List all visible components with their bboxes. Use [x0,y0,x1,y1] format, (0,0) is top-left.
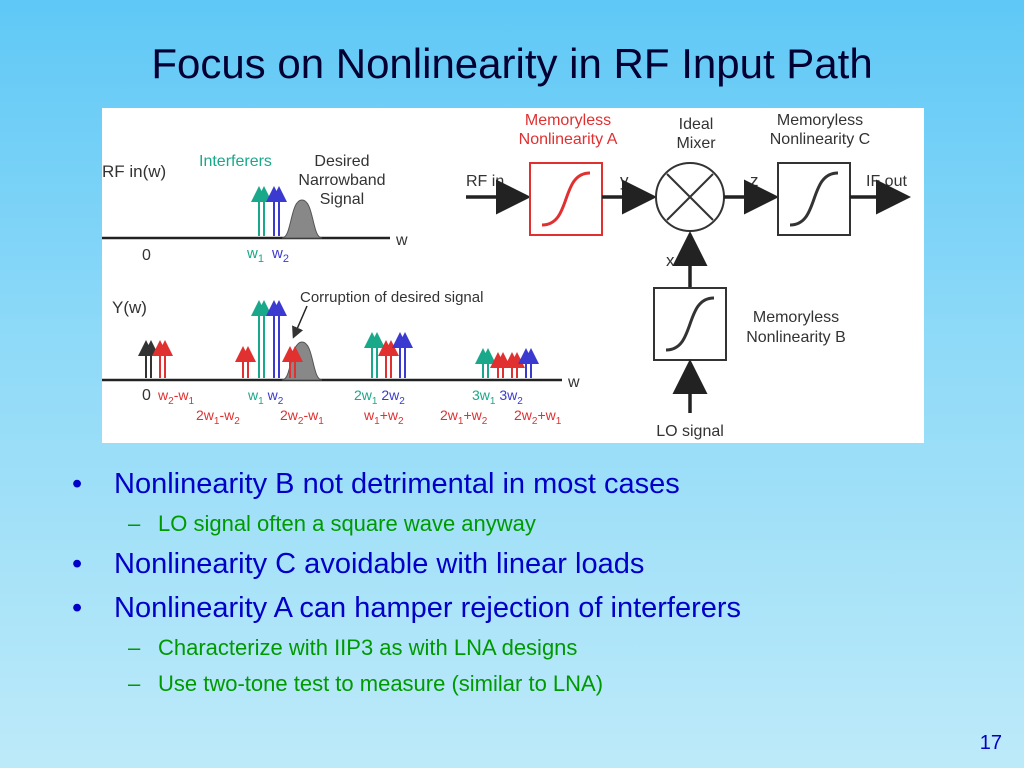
nonlin-b-label-1: Memoryless [753,309,839,326]
bottom-w-label: w [567,374,580,391]
figure-svg: RF in(w) Interferers Desired Narrowband … [102,112,911,440]
top-w1-label: w1 [246,245,264,265]
bullet-dot: • [72,468,83,500]
bottom-zero-label: 0 [142,387,151,404]
top-axis-label: RF in(w) [102,162,166,181]
sub-dash: – [128,635,141,660]
label-2w2-w1: 2w2-w1 [280,407,324,427]
label-3w1-3w2: 3w1 3w2 [472,387,523,407]
bullet-dot: • [72,548,83,580]
desired-signal-bump-bottom [281,341,323,381]
label-w1-w2: w1 w2 [247,387,284,407]
bullet-1-text: Nonlinearity B not detrimental in most c… [114,468,680,500]
label-2w2-plus-w1: 2w2+w1 [514,407,562,427]
bullet-3-text: Nonlinearity A can hamper rejection of i… [114,592,742,624]
mixer-label-2: Mixer [676,135,716,152]
nonlin-a-curve [541,171,591,227]
y-label: y [620,171,629,190]
bullet-3: • Nonlinearity A can hamper rejection of … [72,590,972,634]
top-zero-label: 0 [142,247,151,264]
rf-in-label: RF in [466,173,504,190]
nonlin-c-label-2: Nonlinearity C [770,131,870,148]
mixer-label-1: Ideal [679,116,714,133]
corruption-pointer [292,305,308,339]
bottom-axis-label: Y(w) [112,298,147,317]
sub-dash: – [128,511,141,536]
nonlin-a-label-2: Nonlinearity A [519,131,618,148]
bullet-list: • Nonlinearity B not detrimental in most … [72,466,972,706]
nonlin-b-label-2: Nonlinearity B [746,329,846,346]
x-label: x [666,251,675,270]
nonlin-a-label-1: Memoryless [525,112,611,129]
block-diagram: Memoryless Nonlinearity A Ideal Mixer Me… [466,112,911,440]
nonlin-b-curve [665,296,715,352]
page-number: 17 [979,732,1002,754]
bullet-3-sub-2-text: Use two-tone test to measure (similar to… [158,671,604,696]
corruption-label: Corruption of desired signal [300,289,483,306]
label-w2-w1: w2-w1 [157,387,194,407]
top-w2-label: w2 [271,245,289,265]
rf-nonlinearity-figure: RF in(w) Interferers Desired Narrowband … [102,108,924,443]
lo-signal-label: LO signal [656,423,724,440]
bullet-3-sub-1-text: Characterize with IIP3 as with LNA desig… [158,635,578,660]
desired-label-1: Desired [314,153,369,170]
desired-label-2: Narrowband [298,172,385,189]
bullet-1: • Nonlinearity B not detrimental in most … [72,466,972,510]
desired-label-3: Signal [320,191,364,208]
label-2w1-plus-w2: 2w1+w2 [440,407,488,427]
top-w-label: w [395,232,408,249]
top-spectrum: RF in(w) Interferers Desired Narrowband … [102,153,408,265]
bullet-2: • Nonlinearity C avoidable with linear lo… [72,546,972,590]
z-label: z [750,171,759,190]
nonlin-c-curve [789,171,839,227]
sub-dash: – [128,671,141,696]
label-2w1-2w2: 2w1 2w2 [354,387,405,407]
bullet-1-sub-1: –LO signal often a square wave anyway [72,510,972,546]
bullet-2-text: Nonlinearity C avoidable with linear loa… [114,548,645,580]
nonlin-c-label-1: Memoryless [777,112,863,129]
if-out-label: IF out [866,173,907,190]
bullet-1-sub-1-text: LO signal often a square wave anyway [158,511,536,536]
desired-signal-bump [281,199,323,239]
slide-title: Focus on Nonlinearity in RF Input Path [151,40,873,87]
bullet-3-sub-2: –Use two-tone test to measure (similar t… [72,670,972,706]
label-2w1-w2: 2w1-w2 [196,407,240,427]
bullet-3-sub-1: –Characterize with IIP3 as with LNA desi… [72,634,972,670]
bullet-dot: • [72,592,83,624]
label-w1-plus-w2: w1+w2 [363,407,404,427]
interferers-label: Interferers [199,153,272,170]
bottom-spectrum: Y(w) Corruption of desired signal w 0 [102,289,580,427]
